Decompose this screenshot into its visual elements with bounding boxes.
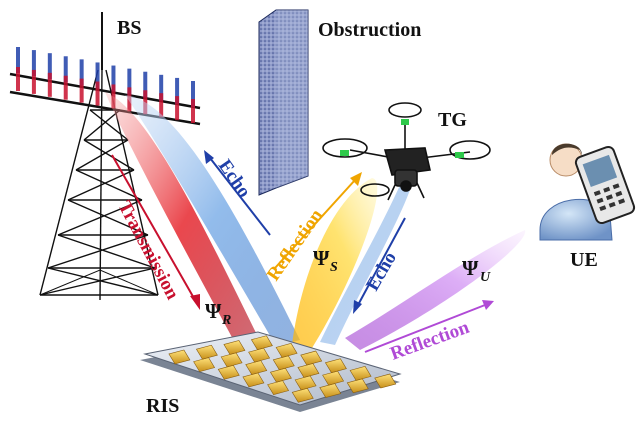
arrow-transmission	[111, 154, 200, 310]
ris-element	[275, 343, 298, 358]
beam-echo-tg	[320, 185, 410, 345]
antenna-element-red	[79, 78, 84, 103]
svg-text:Ψ: Ψ	[313, 246, 330, 270]
antenna-element-blue	[47, 53, 52, 80]
antenna-element-blue	[175, 77, 180, 104]
beam-echo-bs	[125, 95, 300, 346]
beams	[105, 92, 526, 352]
antenna-element-blue	[159, 74, 164, 101]
ris-element	[250, 335, 273, 351]
svg-text:U: U	[480, 270, 491, 285]
antenna-element-red	[16, 67, 20, 91]
ue-label: UE	[570, 249, 598, 271]
antenna-element-red	[159, 93, 164, 118]
ris-element	[300, 350, 323, 366]
antenna-array	[16, 47, 195, 123]
ris-element	[195, 344, 218, 360]
antenna-element-blue	[143, 71, 148, 98]
psi-r-label: Ψ R	[205, 299, 231, 328]
arrow-reflection-ue	[364, 300, 494, 353]
antenna-element-blue	[111, 65, 116, 92]
antenna-element-blue	[31, 50, 36, 77]
svg-text:Ψ: Ψ	[462, 256, 479, 280]
ris-element	[168, 349, 191, 365]
user-phone-icon	[539, 143, 636, 241]
antenna-element-red	[47, 72, 52, 97]
tg-label: TG	[438, 109, 467, 131]
ris-panel-icon	[140, 331, 402, 412]
ris-element	[349, 366, 372, 381]
obstruction-label: Obstruction	[318, 19, 421, 41]
ris-element	[223, 340, 246, 355]
bs-label: BS	[117, 17, 141, 39]
beam-reflection-ue	[345, 230, 526, 350]
svg-text:Ψ: Ψ	[205, 299, 222, 323]
antenna-element-blue	[79, 59, 84, 86]
arrow-reflection-tg	[274, 172, 362, 269]
antenna-element-red	[175, 96, 180, 121]
psi-u-label: Ψ U	[462, 256, 491, 285]
psi-s-label: Ψ S	[313, 246, 338, 275]
ris-label: RIS	[146, 395, 179, 417]
antenna-element-red	[111, 84, 116, 109]
antenna-element-blue	[191, 81, 195, 107]
beam-transmission	[105, 92, 262, 352]
antenna-element-blue	[63, 56, 68, 83]
svg-text:S: S	[330, 260, 338, 275]
arrow-echo-tg	[353, 217, 406, 314]
base-station-tower-icon	[9, 12, 201, 301]
svg-text:R: R	[221, 313, 231, 328]
drone-icon	[322, 102, 491, 201]
ris-element	[374, 373, 397, 389]
wall-icon	[258, 9, 309, 196]
antenna-element-blue	[127, 68, 132, 95]
arrow-echo-bs	[204, 150, 271, 236]
beam-reflection-tg	[292, 178, 378, 348]
antenna-element-red	[31, 69, 36, 94]
antenna-element-red	[63, 75, 68, 100]
ris-element	[324, 358, 347, 374]
antenna-element-blue	[95, 62, 100, 89]
antenna-element-red	[191, 99, 195, 123]
antenna-element-blue	[16, 47, 20, 73]
antenna-element-red	[95, 81, 100, 106]
